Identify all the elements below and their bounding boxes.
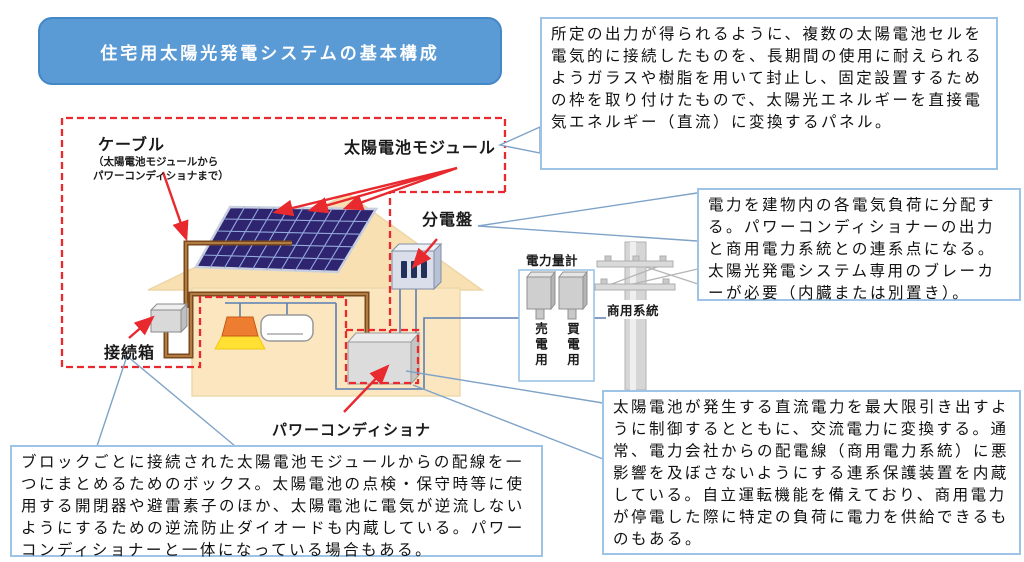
label-solar-module: 太陽電池モジュール (344, 140, 496, 157)
dc-cable (163, 240, 370, 359)
label-distribution-board: 分電盤 (422, 212, 474, 229)
label-arrows (128, 166, 458, 413)
lamp-icon (214, 316, 266, 350)
label-power-meter: 電力量計 (526, 254, 579, 268)
callout-leader-lines (96, 125, 698, 460)
callout-power-conditioner-description: 太陽電池が発生する直流電力を最大限引き出すように制御するとともに、交流電力に変換… (602, 390, 1021, 555)
solar-panel (193, 205, 379, 274)
label-cable-note-line1: （太陽電池モジュールから (93, 156, 219, 168)
power-conditioner-box (346, 331, 421, 386)
label-cable-note-line2: パワーコンディショナまで） (93, 170, 229, 182)
junction-box (149, 302, 189, 334)
air-conditioner-icon (260, 314, 314, 342)
label-power-conditioner: パワーコンディショナ (272, 422, 431, 439)
label-cable-note: （太陽電池モジュールから パワーコンディショナまで） (93, 155, 229, 183)
callout-junction-box-description: ブロックごとに接続された太陽電池モジュールからの配線を一つにまとめるためのボック… (10, 445, 543, 559)
callout-solar-module-description: 所定の出力が得られるように、複数の太陽電池セルを電気的に接続したものを、長期間の… (540, 17, 998, 170)
power-meters (518, 269, 595, 382)
label-commercial-grid: 商用系統 (606, 300, 661, 319)
page-title: 住宅用太陽光発電システムの基本構成 (38, 17, 502, 85)
label-buy-meter: 買電用 (565, 322, 579, 369)
callout-distribution-board-description: 電力を建物内の各電気負荷に分配する。パワーコンディショナーの出力と商用電力系統と… (697, 188, 1021, 302)
label-cable: ケーブル (98, 137, 166, 154)
distribution-board-box (390, 242, 443, 291)
label-sell-meter: 売電用 (533, 322, 547, 369)
label-junction-box: 接続箱 (104, 345, 156, 362)
